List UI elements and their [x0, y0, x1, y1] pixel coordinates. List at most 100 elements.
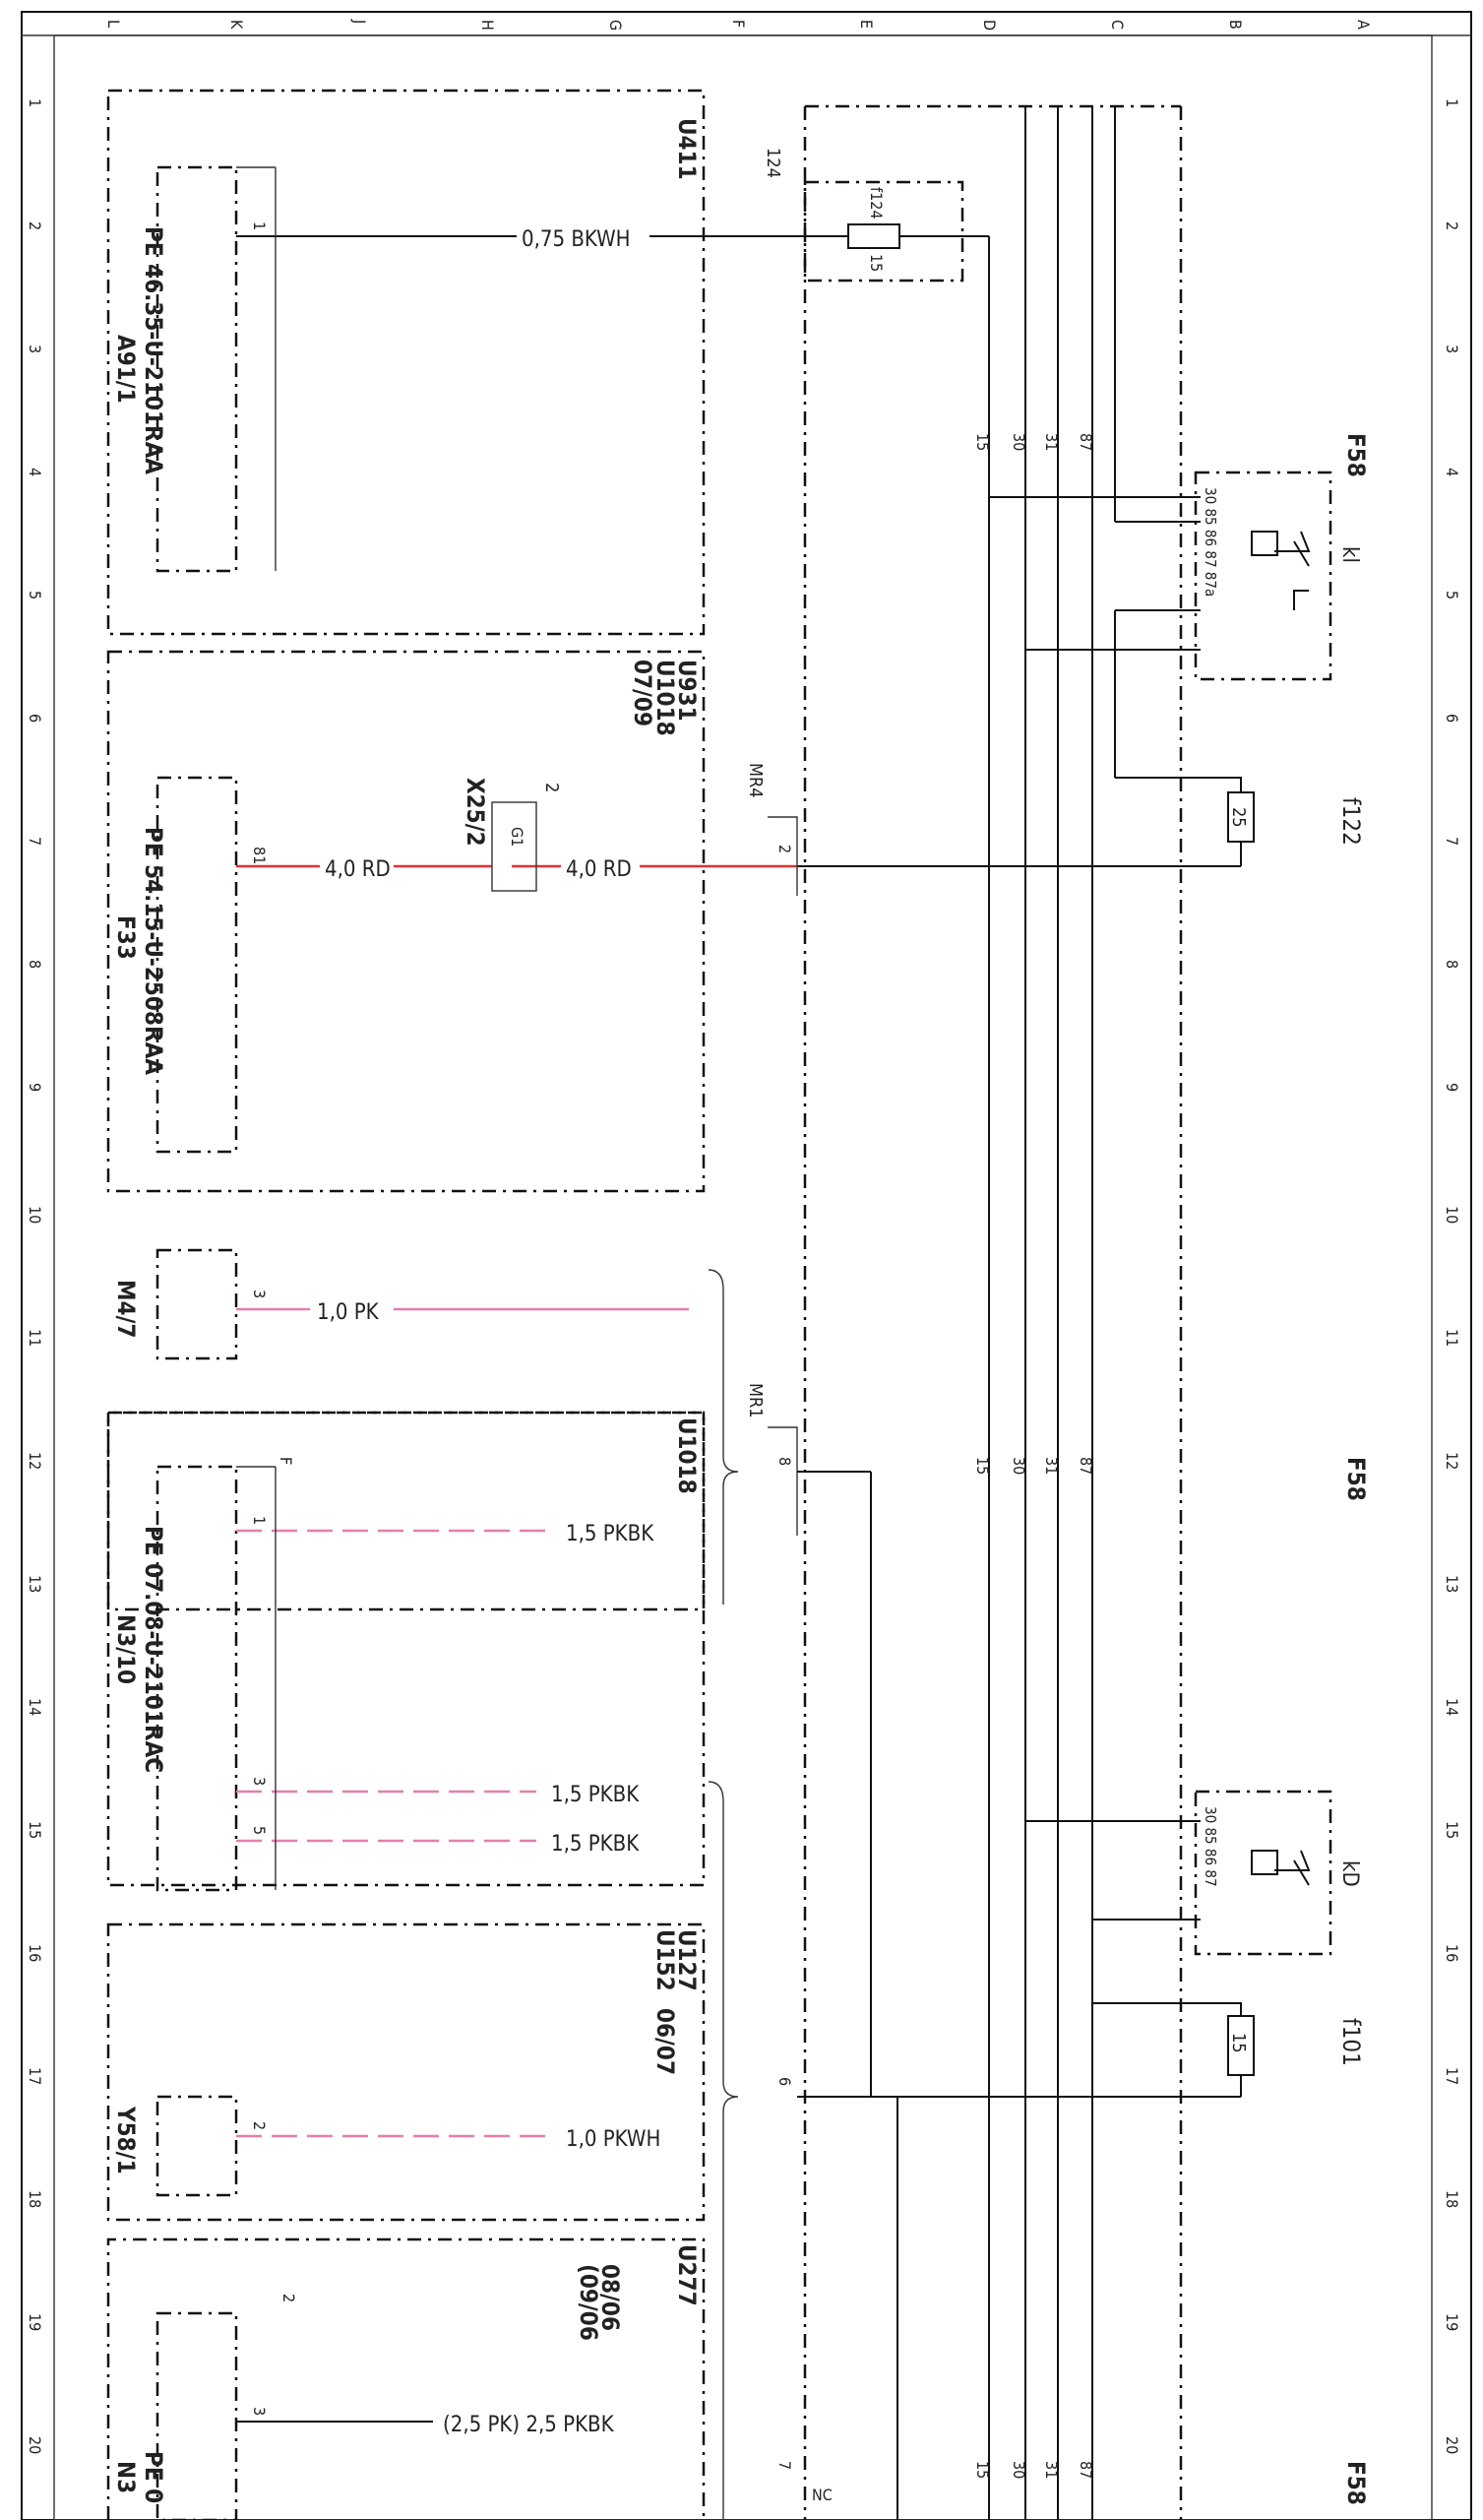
fuse-f124-box [803, 180, 964, 283]
bus-31-label-c: 31 [1042, 2461, 1061, 2479]
bus-87-label-c: 87 [1077, 2461, 1095, 2479]
component-m4 [155, 1248, 238, 1360]
row-label-right-16: 16 [1443, 1944, 1461, 1962]
row-label-left-4: 4 [26, 468, 44, 476]
relay-kd-pins: 30 85 86 87 [1202, 1806, 1219, 1887]
wire-label-pkbk-1: 1,5 PKBK [566, 1522, 654, 1546]
row-label-left-1: 1 [26, 98, 44, 107]
fuse-f122-value: 25 [1228, 807, 1249, 828]
wire-label-pkwh: 1,0 PKWH [566, 2127, 660, 2152]
pin-m4: 3 [250, 1290, 269, 1298]
pin-nc: NC [812, 2486, 833, 2504]
group-label-0709: 07/09 [629, 660, 656, 726]
row-label-right-19: 19 [1443, 2313, 1461, 2331]
wire-label-rd-b: 4,0 RD [566, 857, 632, 882]
row-label-right-14: 14 [1443, 1698, 1461, 1716]
row-label-right-17: 17 [1443, 2067, 1461, 2085]
relay-f58-b: F58 [1342, 1457, 1370, 1501]
component-n310 [155, 1465, 238, 1892]
pin-y58: 2 [250, 2121, 269, 2130]
row-label-right-11: 11 [1443, 1329, 1461, 1347]
bus-30-label-b: 30 [1010, 1457, 1028, 1475]
row-label-left-9: 9 [26, 1083, 44, 1092]
row-label-right-9: 9 [1443, 1083, 1461, 1092]
group-label-0607: 06/07 [651, 2008, 679, 2075]
frame-inner [53, 34, 1433, 2520]
wire-label-pkbk-3: 1,5 PKBK [551, 1832, 640, 1857]
row-label-left-11: 11 [26, 1329, 44, 1347]
bus-31-label-a: 31 [1042, 433, 1061, 451]
column-label-D: D [980, 20, 999, 31]
fuse-f124-value: 15 [867, 254, 886, 272]
wire-label-bkwh: 0,75 BKWH [522, 227, 631, 252]
row-label-left-14: 14 [26, 1698, 44, 1716]
row-label-right-2: 2 [1443, 221, 1461, 230]
component-y58-ref: Y58/1 [112, 2106, 140, 2174]
component-n3-pe: PE 0 [140, 2451, 167, 2503]
wire-label-rd-a: 4,0 RD [325, 857, 391, 882]
bus-15-label-c: 15 [973, 2461, 992, 2479]
pin-7: 7 [775, 2461, 794, 2470]
component-n310-ref: N3/10 [112, 1614, 140, 1684]
relay-kl-pins: 30 85 86 87 87a [1202, 487, 1219, 597]
frame-border [21, 11, 1472, 2520]
row-label-left-2: 2 [26, 221, 44, 230]
connector-x25 [491, 801, 537, 892]
component-f33-pe: PE 54.15-U-2508RAA [140, 827, 167, 1075]
row-label-right-8: 8 [1443, 960, 1461, 969]
row-label-right-4: 4 [1443, 468, 1461, 476]
row-label-right-18: 18 [1443, 2190, 1461, 2208]
bus-30-label-a: 30 [1010, 433, 1028, 451]
group-label-u152: U152 [651, 1929, 679, 1991]
relay-kd-label: kD [1337, 1860, 1362, 1887]
row-label-left-13: 13 [26, 1575, 44, 1593]
relay-kd-coil [1251, 1850, 1278, 1875]
group-box-u1018 [106, 1411, 706, 1611]
connector-mr4-pin: 2 [775, 845, 794, 853]
group-label-u1018b: U1018 [673, 1418, 701, 1494]
row-label-right-10: 10 [1443, 1206, 1461, 1224]
row-label-left-5: 5 [26, 591, 44, 599]
column-label-B: B [1226, 20, 1245, 30]
fuse-f122-label: f122 [1337, 797, 1365, 846]
relay-f58-c: F58 [1342, 2461, 1370, 2505]
component-n3 [155, 2311, 238, 2520]
component-a91-pe: PE 46.35-U-2101RAA [140, 226, 167, 474]
fuse-f101-value: 15 [1228, 2033, 1249, 2053]
row-label-left-8: 8 [26, 960, 44, 969]
column-label-J: J [350, 19, 369, 24]
row-label-right-15: 15 [1443, 1821, 1461, 1839]
column-label-L: L [104, 20, 123, 28]
fuse-f124 [847, 223, 900, 249]
bus-15-label-a: 15 [973, 433, 992, 451]
row-label-right-5: 5 [1443, 591, 1461, 599]
wire-label-bottom: (2,5 PK) 2,5 PKBK [443, 2413, 615, 2437]
group-label-u277: U277 [673, 2244, 701, 2306]
group-box-u931 [106, 650, 706, 1193]
pin-f33: 81 [250, 847, 269, 864]
bus-87-label-b: 87 [1077, 1457, 1095, 1475]
component-m4-ref: M4/7 [112, 1280, 140, 1338]
bus-30-label-c: 30 [1010, 2461, 1028, 2479]
row-label-right-20: 20 [1443, 2436, 1461, 2454]
bus-15-label-b: 15 [973, 1457, 992, 1475]
pin-n310-1: 1 [250, 1516, 269, 1525]
column-label-E: E [857, 20, 876, 29]
connector-x25-ref: X25/2 [462, 778, 489, 847]
pin-n3-2: 2 [279, 2294, 298, 2302]
column-label-G: G [606, 20, 625, 31]
row-label-left-7: 7 [26, 837, 44, 846]
connector-124: 124 [763, 148, 783, 178]
group-label-u411: U411 [673, 118, 701, 180]
group-label-u1018: U1018 [651, 660, 679, 736]
group-box-n310 [106, 1411, 706, 1887]
bus-31-label-b: 31 [1042, 1457, 1061, 1475]
row-label-left-16: 16 [26, 1944, 44, 1962]
relay-kd-box [1194, 1790, 1332, 1956]
relay-f58-a: F58 [1342, 433, 1370, 477]
column-label-K: K [227, 20, 246, 30]
pin-n310-5: 5 [250, 1826, 269, 1835]
